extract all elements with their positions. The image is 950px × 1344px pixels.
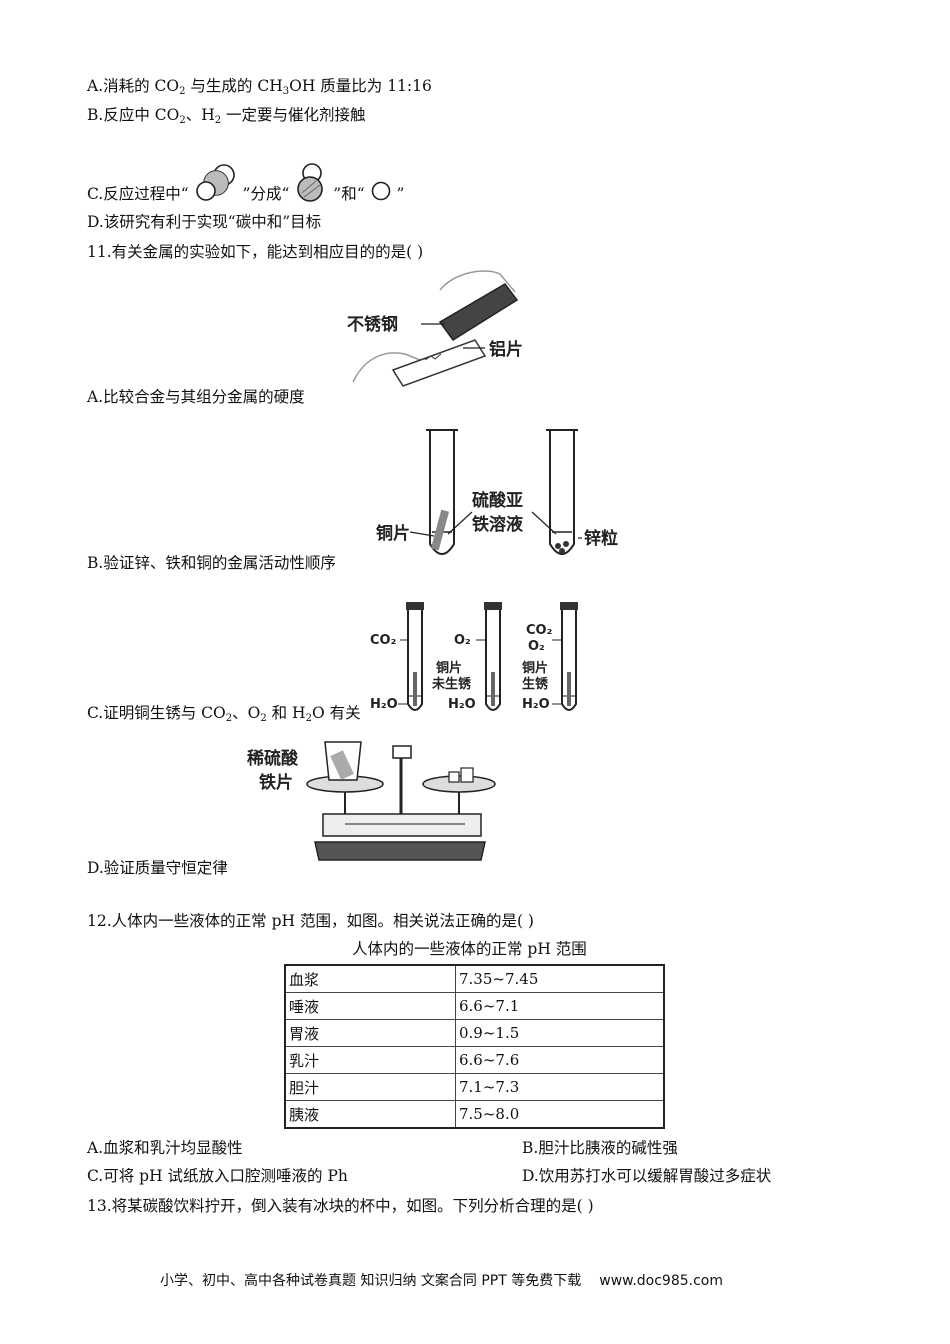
q12-option-b: B.胆汁比胰液的碱性强 bbox=[522, 1139, 678, 1157]
label-dilute-sulfuric: 稀硫酸 bbox=[247, 748, 299, 769]
figure-copper-rust: CO₂ O₂ CO₂ O₂ 铜片 未生锈 铜片 生锈 H₂O H₂O H₂O bbox=[370, 600, 590, 720]
footer-link[interactable]: www.doc985.com bbox=[599, 1273, 723, 1289]
svg-text:H₂O: H₂O bbox=[448, 697, 476, 712]
tube-2 bbox=[476, 602, 502, 711]
q11-option-a: A.比较合金与其组分金属的硬度 bbox=[87, 388, 305, 406]
label-aluminum: 铝片 bbox=[489, 339, 523, 360]
q10-option-c: C.反应过程中“ ”分成“ ”和“ ” bbox=[87, 163, 404, 205]
tube-1 bbox=[398, 602, 424, 711]
q12-option-d: D.饮用苏打水可以缓解胃酸过多症状 bbox=[522, 1167, 772, 1185]
label-ferrous-sulfate-1: 硫酸亚 bbox=[472, 490, 523, 511]
svg-text:H₂O: H₂O bbox=[522, 697, 550, 712]
co2-molecule-icon bbox=[195, 164, 235, 201]
figure-scratch-test: 不锈钢 铝片 bbox=[345, 262, 545, 402]
svg-text:O₂: O₂ bbox=[528, 639, 545, 654]
figure-balance: 稀硫酸 铁片 bbox=[245, 732, 505, 867]
label-iron: 铁片 bbox=[259, 772, 293, 793]
q10-option-a: A.消耗的 CO2 与生成的 CH3OH 质量比为 11:16 bbox=[87, 77, 432, 97]
q10-option-b: B.反应中 CO2、H2 一定要与催化剂接触 bbox=[87, 106, 366, 126]
q13-stem: 13.将某碳酸饮料拧开，倒入装有冰块的杯中，如图。下列分析合理的是( ) bbox=[87, 1197, 594, 1215]
q12-option-a: A.血浆和乳汁均显酸性 bbox=[87, 1139, 243, 1157]
svg-text:生锈: 生锈 bbox=[522, 676, 549, 692]
label-zinc: 锌粒 bbox=[584, 528, 618, 549]
q11-option-d: D.验证质量守恒定律 bbox=[87, 859, 228, 877]
q11-stem: 11.有关金属的实验如下，能达到相应目的的是( ) bbox=[87, 243, 424, 261]
table-title: 人体内的一些液体的正常 pH 范围 bbox=[352, 940, 587, 958]
q10-option-d: D.该研究有利于实现“碳中和”目标 bbox=[87, 213, 322, 231]
label-stainless-steel: 不锈钢 bbox=[347, 314, 398, 335]
oxygen-atom-icon bbox=[371, 181, 390, 201]
aluminum-sheet bbox=[391, 339, 487, 387]
svg-text:铜片: 铜片 bbox=[521, 660, 548, 676]
figure-test-tubes-b: 铜片 硫酸亚 铁溶液 锌粒 bbox=[372, 424, 642, 569]
svg-text:O₂: O₂ bbox=[454, 633, 471, 648]
footer-text: 小学、初中、高中各种试卷真题 知识归纳 文案合同 PPT 等免费下载 bbox=[160, 1273, 582, 1289]
q12-option-c: C.可将 pH 试纸放入口腔测唾液的 Ph bbox=[87, 1167, 348, 1185]
footer: 小学、初中、高中各种试卷真题 知识归纳 文案合同 PPT 等免费下载 www.do… bbox=[160, 1270, 723, 1290]
svg-text:CO₂: CO₂ bbox=[526, 623, 552, 638]
svg-text:CO₂: CO₂ bbox=[370, 633, 396, 648]
q11-option-c: C.证明铜生锈与 CO2、O2 和 H2O 有关 bbox=[87, 704, 361, 724]
co-molecule-icon bbox=[297, 163, 324, 202]
label-ferrous-sulfate-2: 铁溶液 bbox=[472, 514, 523, 535]
tube-3 bbox=[552, 602, 578, 711]
svg-text:铜片: 铜片 bbox=[435, 660, 462, 676]
label-copper: 铜片 bbox=[376, 523, 410, 544]
steel-sheet bbox=[438, 283, 519, 342]
svg-text:未生锈: 未生锈 bbox=[431, 676, 472, 692]
q12-stem: 12.人体内一些液体的正常 pH 范围，如图。相关说法正确的是( ) bbox=[87, 912, 534, 930]
q11-option-b: B.验证锌、铁和铜的金属活动性顺序 bbox=[87, 554, 336, 572]
svg-text:H₂O: H₂O bbox=[370, 697, 398, 712]
